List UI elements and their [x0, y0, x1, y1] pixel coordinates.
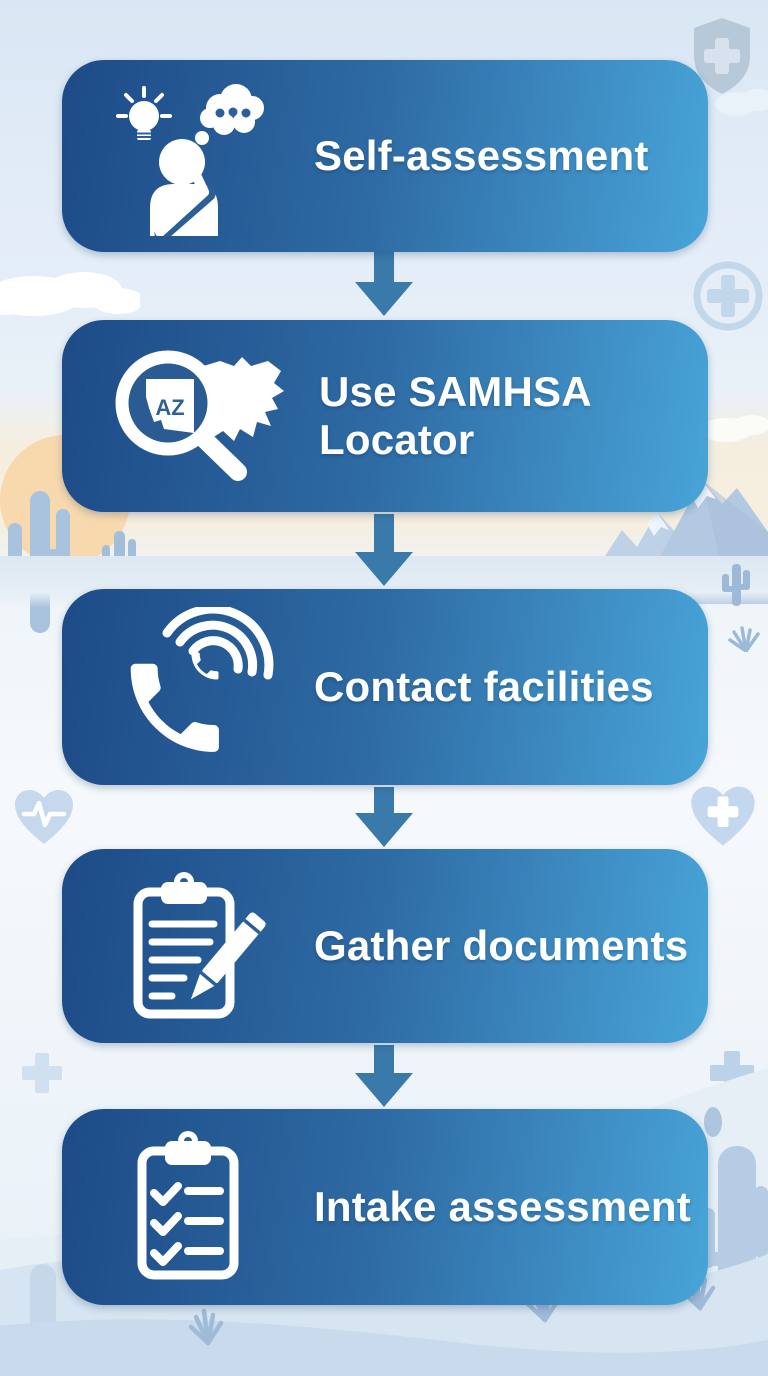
- step-label: Use SAMHSA Locator: [319, 367, 591, 463]
- thinking-person-icon: [116, 84, 264, 236]
- step-box-intake-assessment: Intake assessment: [62, 1109, 708, 1305]
- saguaro-cactus: [722, 564, 750, 606]
- step-box-use-samhsa-locator: AZ Use SAMHSA Locator: [62, 320, 708, 512]
- magnifier-handle: [194, 429, 247, 481]
- step-box-contact-facilities: Contact facilities: [62, 589, 708, 785]
- down-arrow-icon: [354, 514, 414, 586]
- phone-call-waves-icon: [130, 607, 274, 752]
- down-arrow-icon: [354, 787, 414, 847]
- down-arrow-icon: [354, 1045, 414, 1107]
- clipboard-checklist-icon: [137, 1131, 239, 1280]
- step-label: Self-assessment: [314, 131, 649, 179]
- step-box-gather-documents: Gather documents: [62, 849, 708, 1043]
- heart-cross-icon: [691, 786, 755, 846]
- cloud: [700, 415, 768, 442]
- arizona-state-shape: [146, 379, 194, 433]
- cloud: [0, 272, 140, 316]
- state-abbr-label: AZ: [155, 395, 184, 420]
- step-label: Gather documents: [314, 921, 689, 969]
- clipboard-pencil-icon: [133, 872, 266, 1019]
- step-box-self-assessment: Self-assessment: [62, 60, 708, 252]
- circle-plus-icon: [693, 261, 763, 331]
- desert-grass-tuft: [728, 626, 760, 652]
- plus-icon: [22, 1053, 62, 1093]
- step-label: Intake assessment: [314, 1182, 691, 1230]
- az-state-magnifier-map-icon: AZ: [115, 350, 284, 481]
- step-label: Contact facilities: [314, 662, 654, 710]
- cloud: [715, 89, 768, 116]
- down-arrow-icon: [354, 252, 414, 316]
- heart-pulse-icon: [15, 790, 73, 844]
- shield-cross-icon: [694, 18, 750, 94]
